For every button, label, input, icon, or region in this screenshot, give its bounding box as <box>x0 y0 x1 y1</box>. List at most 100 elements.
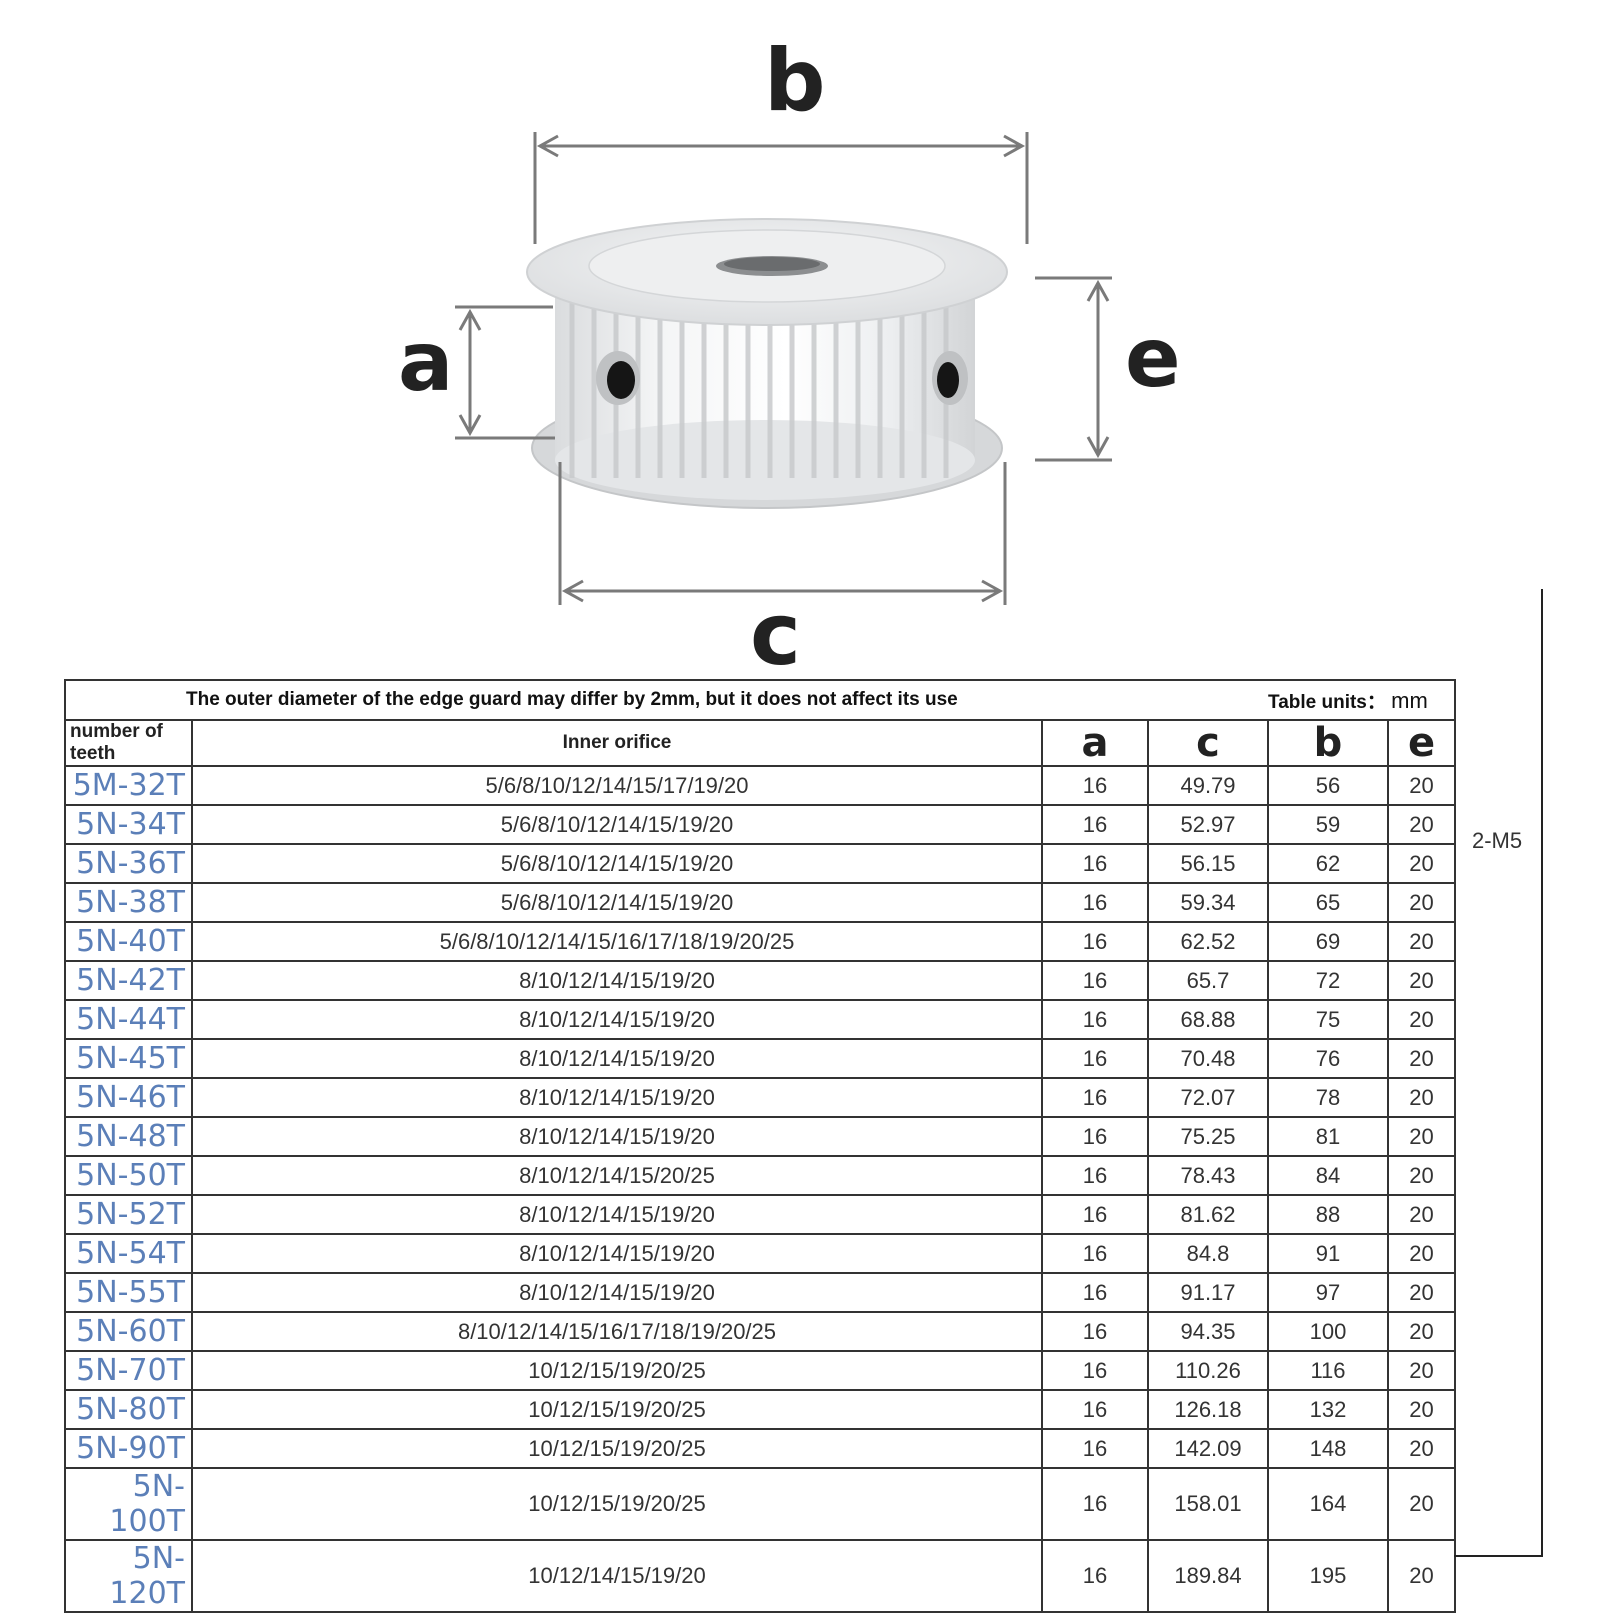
a-cell: 16 <box>1041 1350 1149 1391</box>
a-cell: 16 <box>1041 960 1149 1001</box>
c-cell: 110.26 <box>1147 1350 1269 1391</box>
a-cell: 16 <box>1041 1389 1149 1430</box>
e-cell: 20 <box>1386 765 1457 806</box>
a-cell: 16 <box>1041 1038 1149 1079</box>
dimension-c-label: c <box>750 585 801 685</box>
inner-orifice-cell: 8/10/12/14/15/19/20 <box>191 999 1043 1040</box>
e-cell: 20 <box>1386 960 1457 1001</box>
a-cell: 16 <box>1041 1077 1149 1118</box>
e-cell: 20 <box>1386 1233 1457 1274</box>
a-cell: 16 <box>1041 882 1149 923</box>
spec-table: The outer diameter of the edge guard may… <box>64 679 1457 1613</box>
b-cell: 195 <box>1267 1539 1389 1613</box>
e-cell: 20 <box>1386 804 1457 845</box>
inner-orifice-cell: 5/6/8/10/12/14/15/19/20 <box>191 804 1043 845</box>
c-cell: 70.48 <box>1147 1038 1269 1079</box>
model-cell: 5N-60T <box>64 1311 193 1352</box>
e-cell: 20 <box>1386 1038 1457 1079</box>
b-cell: 132 <box>1267 1389 1389 1430</box>
bracket-line <box>1541 589 1543 1556</box>
c-cell: 75.25 <box>1147 1116 1269 1157</box>
note-row: The outer diameter of the edge guard may… <box>64 679 1457 721</box>
c-cell: 94.35 <box>1147 1311 1269 1352</box>
inner-orifice-cell: 5/6/8/10/12/14/15/19/20 <box>191 843 1043 884</box>
e-cell: 20 <box>1386 1155 1457 1196</box>
model-cell: 5N-54T <box>64 1233 193 1274</box>
dimension-e-line <box>1035 276 1112 462</box>
a-cell: 16 <box>1041 1116 1149 1157</box>
inner-orifice-cell: 10/12/15/19/20/25 <box>191 1350 1043 1391</box>
b-cell: 72 <box>1267 960 1389 1001</box>
c-cell: 126.18 <box>1147 1389 1269 1430</box>
c-cell: 56.15 <box>1147 843 1269 884</box>
header-e: e <box>1386 719 1457 767</box>
dimension-c-line <box>558 462 1007 605</box>
inner-orifice-cell: 8/10/12/14/15/19/20 <box>191 1233 1043 1274</box>
model-cell: 5N-34T <box>64 804 193 845</box>
a-cell: 16 <box>1041 921 1149 962</box>
b-cell: 97 <box>1267 1272 1389 1313</box>
a-cell: 16 <box>1041 1539 1149 1613</box>
model-cell: 5N-52T <box>64 1194 193 1235</box>
model-cell: 5N-100T <box>64 1467 193 1541</box>
model-cell: 5N-70T <box>64 1350 193 1391</box>
c-cell: 52.97 <box>1147 804 1269 845</box>
a-cell: 16 <box>1041 1272 1149 1313</box>
a-cell: 16 <box>1041 1467 1149 1541</box>
e-cell: 20 <box>1386 1350 1457 1391</box>
c-cell: 59.34 <box>1147 882 1269 923</box>
b-cell: 76 <box>1267 1038 1389 1079</box>
model-cell: 5N-50T <box>64 1155 193 1196</box>
b-cell: 69 <box>1267 921 1389 962</box>
inner-orifice-cell: 8/10/12/14/15/20/25 <box>191 1155 1043 1196</box>
e-cell: 20 <box>1386 1272 1457 1313</box>
e-cell: 20 <box>1386 882 1457 923</box>
e-cell: 20 <box>1386 1077 1457 1118</box>
table-units-label: Table units： <box>1268 691 1386 713</box>
bracket-tick <box>1454 1555 1543 1557</box>
model-cell: 5N-120T <box>64 1539 193 1613</box>
c-cell: 78.43 <box>1147 1155 1269 1196</box>
b-cell: 56 <box>1267 765 1389 806</box>
inner-orifice-cell: 5/6/8/10/12/14/15/19/20 <box>191 882 1043 923</box>
inner-orifice-cell: 10/12/15/19/20/25 <box>191 1428 1043 1469</box>
header-b: b <box>1267 719 1389 767</box>
model-cell: 5N-44T <box>64 999 193 1040</box>
dimension-b-line <box>533 132 1029 244</box>
dimension-a-line <box>455 305 555 440</box>
model-cell: 5N-38T <box>64 882 193 923</box>
b-cell: 148 <box>1267 1428 1389 1469</box>
c-cell: 72.07 <box>1147 1077 1269 1118</box>
header-c: c <box>1147 719 1269 767</box>
model-cell: 5N-48T <box>64 1116 193 1157</box>
b-cell: 59 <box>1267 804 1389 845</box>
model-cell: 5N-80T <box>64 1389 193 1430</box>
pulley-diagram <box>455 132 1112 605</box>
e-cell: 20 <box>1386 1467 1457 1541</box>
inner-orifice-cell: 5/6/8/10/12/14/15/16/17/18/19/20/25 <box>191 921 1043 962</box>
inner-orifice-cell: 8/10/12/14/15/19/20 <box>191 1077 1043 1118</box>
inner-orifice-cell: 8/10/12/14/15/19/20 <box>191 960 1043 1001</box>
dimension-e-label: e <box>1125 311 1181 406</box>
model-cell: 5N-90T <box>64 1428 193 1469</box>
a-cell: 16 <box>1041 1194 1149 1235</box>
b-cell: 164 <box>1267 1467 1389 1541</box>
b-cell: 81 <box>1267 1116 1389 1157</box>
screw-spec-label: 2-M5 <box>1472 828 1523 853</box>
header-row: number of teeth Inner orifice a c b e <box>64 719 1457 767</box>
model-cell: 5N-45T <box>64 1038 193 1079</box>
inner-orifice-cell: 5/6/8/10/12/14/15/17/19/20 <box>191 765 1043 806</box>
inner-orifice-cell: 10/12/15/19/20/25 <box>191 1389 1043 1430</box>
